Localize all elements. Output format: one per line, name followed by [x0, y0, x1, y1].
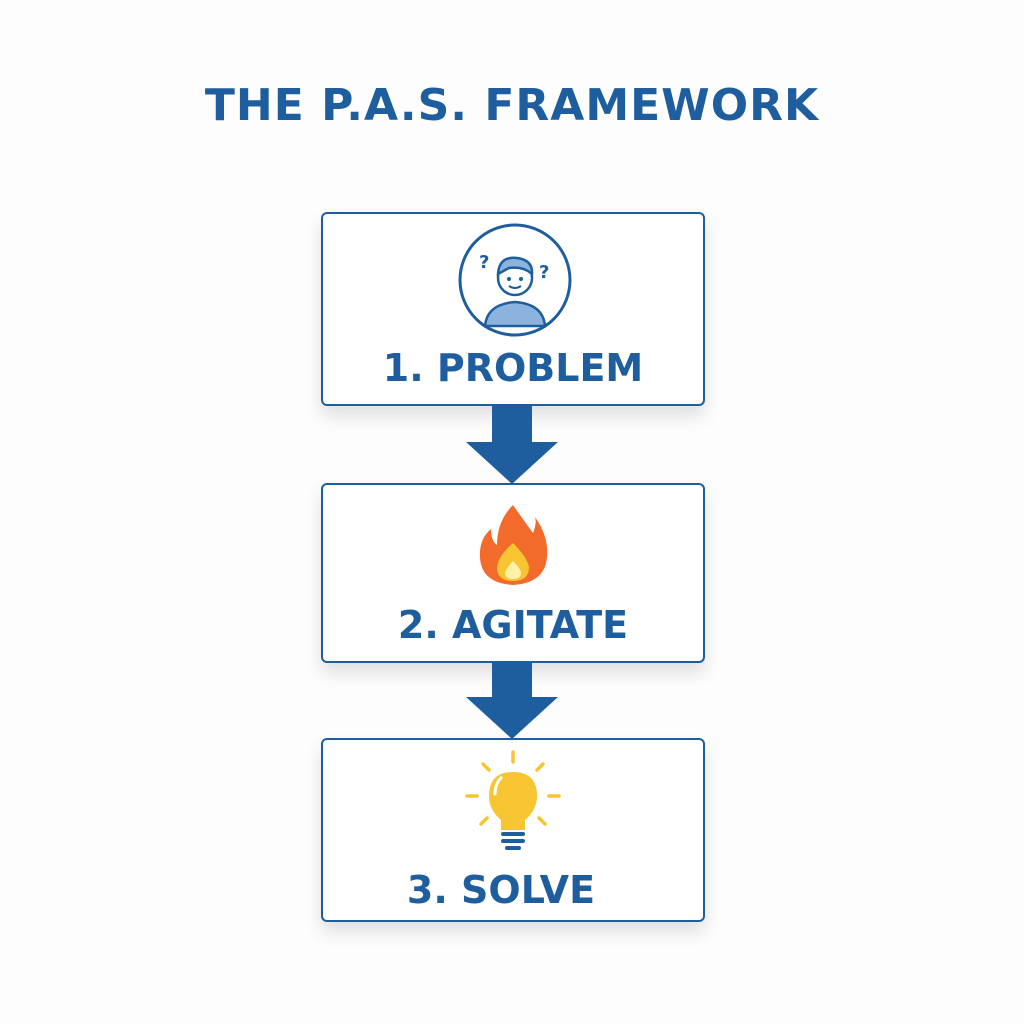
- step-label: 3. SOLVE: [406, 868, 596, 912]
- svg-text:?: ?: [539, 262, 549, 283]
- page-title: THE P.A.S. FRAMEWORK: [204, 80, 820, 131]
- lightbulb-icon: [465, 750, 561, 850]
- svg-text:?: ?: [479, 252, 489, 273]
- step-solve: 3. SOLVE: [321, 738, 705, 922]
- confused-person-icon: ? ?: [458, 223, 572, 337]
- step-agitate: 2. AGITATE: [321, 483, 705, 663]
- step-label: 1. PROBLEM: [382, 346, 644, 390]
- step-label: 2. AGITATE: [397, 603, 629, 647]
- down-arrow-icon: [466, 661, 558, 739]
- step-problem: ? ? 1. PROBLEM: [321, 212, 705, 406]
- down-arrow-icon: [466, 404, 558, 484]
- fire-icon: [479, 505, 548, 585]
